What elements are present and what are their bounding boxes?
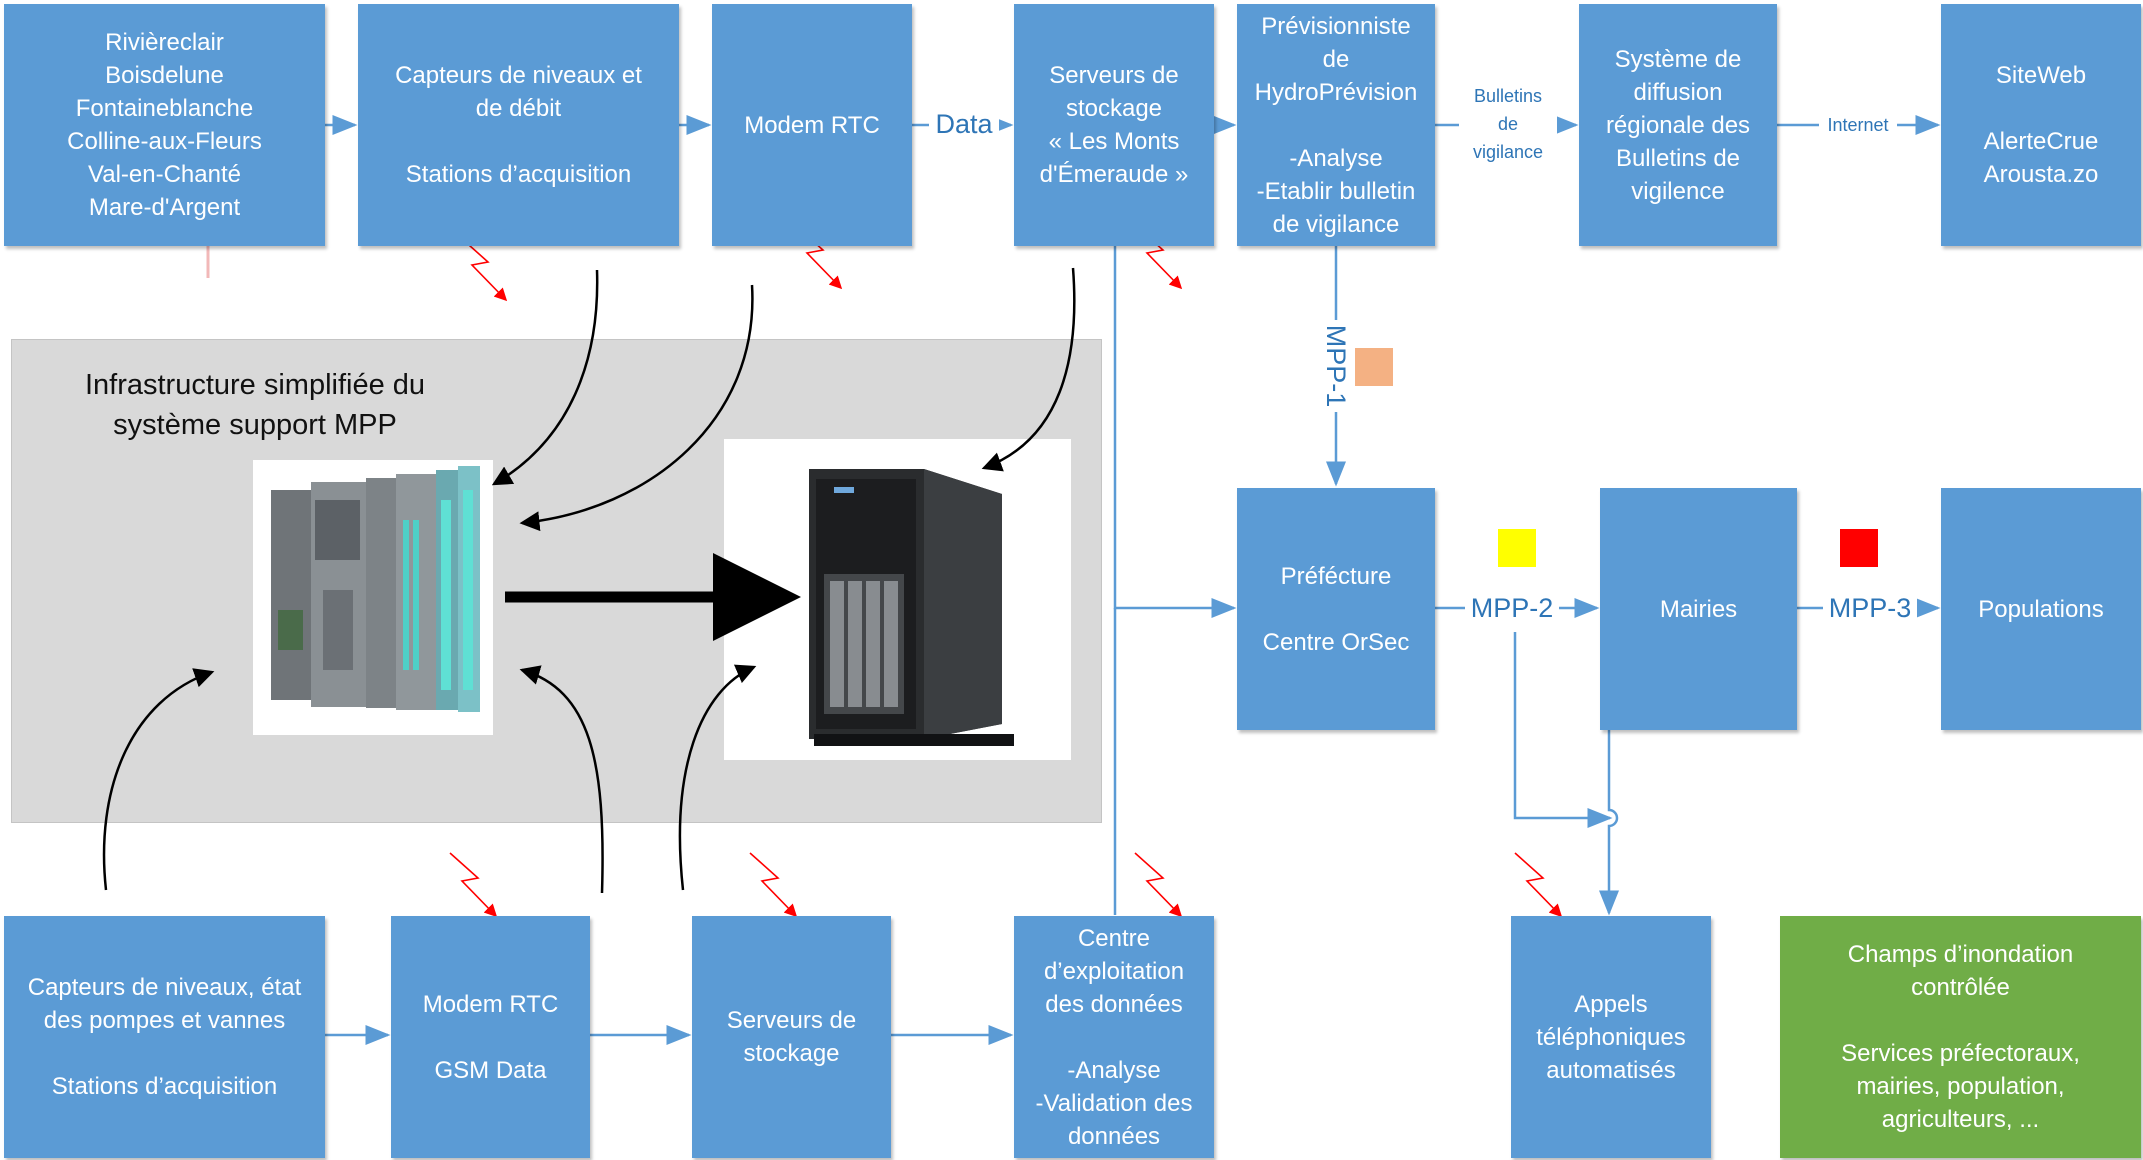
label-bulletins-line-1: Bulletins xyxy=(1473,86,1543,106)
previsionniste-line-2: de xyxy=(1322,45,1350,73)
previsionniste-line-1: Prévisionniste xyxy=(1261,12,1411,40)
systeme-diffusion-box: Système de diffusion régionale des Bulle… xyxy=(1579,4,1777,246)
communes-line-4: Colline-aux-Fleurs xyxy=(67,128,262,155)
previsionniste-box: Prévisionniste de HydroPrévision -Analys… xyxy=(1237,4,1435,246)
capteurs-bottom-line-1: Capteurs de niveaux, état xyxy=(27,974,302,1001)
champs-line-6: agriculteurs, ... xyxy=(1881,1106,2040,1133)
curved-arrows xyxy=(102,267,1076,894)
systeme-diffusion-line-4: Bulletins de xyxy=(1615,144,1741,172)
centre-exploitation-line-1: Centre xyxy=(1077,924,1151,952)
previsionniste-line-5: -Analyse xyxy=(1289,144,1383,172)
lightning-7 xyxy=(1514,852,1563,918)
centre-exploitation-box: Centre d’exploitation des données -Analy… xyxy=(1014,916,1214,1158)
systeme-diffusion-line-5: vigilence xyxy=(1631,177,1725,205)
systeme-diffusion-line-1: Système de xyxy=(1614,45,1742,73)
lightning-bolts xyxy=(449,224,1563,918)
champs-line-1: Champs d’inondation xyxy=(1847,941,2074,968)
appels-box: Appels téléphoniques automatisés xyxy=(1511,916,1711,1158)
populations-line-1: Populations xyxy=(1978,595,2104,623)
serveurs-top-line-1: Serveurs de xyxy=(1049,62,1179,89)
lightning-1 xyxy=(459,236,508,302)
communes-line-2: Boisdelune xyxy=(105,62,224,89)
prefecture-line-3: Centre OrSec xyxy=(1262,628,1410,656)
prefecture-box: Préfécture Centre OrSec xyxy=(1237,488,1435,730)
line-serveurs-prefecture xyxy=(1113,246,1237,618)
serveurs-bottom-line-2: stockage xyxy=(743,1040,840,1067)
capteurs-bottom-line-4: Stations d’acquisition xyxy=(51,1073,278,1100)
mairies-box: Mairies xyxy=(1600,488,1797,730)
serveurs-top-line-4: d'Émeraude » xyxy=(1039,161,1189,188)
lightning-6 xyxy=(1134,852,1183,918)
serveurs-bottom-box: Serveurs de stockage xyxy=(692,916,891,1158)
populations-box: Populations xyxy=(1941,488,2141,730)
champs-line-2: contrôlée xyxy=(1911,974,2010,1001)
arrow-mairies-appels xyxy=(1599,730,1619,916)
systeme-diffusion-line-2: diffusion xyxy=(1633,78,1723,106)
modem-bottom-box: Modem RTC GSM Data xyxy=(391,916,590,1158)
infrastructure-title: Infrastructure simplifiée du système sup… xyxy=(40,365,470,445)
modem-bottom-line-3: GSM Data xyxy=(434,1056,547,1084)
lightning-5 xyxy=(749,852,798,918)
capteurs-top-box: Capteurs de niveaux et de débit Stations… xyxy=(358,4,679,246)
champs-inondation-box: Champs d’inondation contrôlée Services p… xyxy=(1780,916,2141,1158)
capteurs-top-line-4: Stations d’acquisition xyxy=(405,161,632,188)
capteurs-top-line-1: Capteurs de niveaux et xyxy=(395,62,642,89)
label-bulletins-line-3: vigilance xyxy=(1472,142,1544,162)
appels-line-2: téléphoniques xyxy=(1536,1023,1686,1051)
lightning-4 xyxy=(449,852,498,918)
serveurs-top-line-3: « Les Monts xyxy=(1048,128,1180,155)
label-bulletins-vigilance: Bulletins de vigilance xyxy=(1459,82,1557,166)
centre-exploitation-line-6: -Validation des xyxy=(1035,1089,1193,1117)
communes-line-6: Mare-d'Argent xyxy=(88,194,241,221)
tower-server-photo xyxy=(724,439,1071,760)
capteurs-bottom-line-2: des pompes et vannes xyxy=(43,1007,286,1034)
siteweb-line-3: AlerteCrue xyxy=(1983,128,2099,155)
appels-line-3: automatisés xyxy=(1546,1056,1676,1084)
label-mpp1: MPP-1 xyxy=(1321,320,1351,412)
centre-exploitation-line-7: données xyxy=(1067,1122,1161,1150)
systeme-diffusion-line-3: régionale des xyxy=(1605,111,1751,139)
infrastructure-title-line-1: Infrastructure simplifiée du xyxy=(84,369,426,401)
label-data: Data xyxy=(929,109,999,139)
centre-exploitation-line-2: d’exploitation xyxy=(1043,957,1185,985)
modem-bottom-line-1: Modem RTC xyxy=(422,990,559,1018)
label-mpp3: MPP-3 xyxy=(1823,593,1917,623)
champs-line-5: mairies, population, xyxy=(1856,1073,2065,1100)
siteweb-line-1: SiteWeb xyxy=(1995,62,2087,89)
label-bulletins-line-2: de xyxy=(1497,114,1519,134)
marker-mpp3 xyxy=(1840,529,1878,567)
arrow-mpp2-champs xyxy=(1513,632,1613,828)
label-mpp2: MPP-2 xyxy=(1465,593,1559,623)
previsionniste-line-3: HydroPrévision xyxy=(1254,78,1418,106)
communes-line-1: Rivièreclair xyxy=(105,29,224,56)
previsionniste-line-6: -Etablir bulletin xyxy=(1256,177,1416,205)
mairies-line-1: Mairies xyxy=(1659,595,1738,623)
marker-mpp1 xyxy=(1355,348,1393,386)
marker-mpp2 xyxy=(1498,529,1536,567)
infrastructure-title-line-2: système support MPP xyxy=(113,409,397,441)
communes-line-5: Val-en-Chanté xyxy=(88,161,241,188)
modem-top-line-1: Modem RTC xyxy=(744,111,880,139)
champs-line-4: Services préfectoraux, xyxy=(1841,1040,2080,1067)
previsionniste-line-7: de vigilance xyxy=(1272,210,1400,238)
centre-exploitation-line-5: -Analyse xyxy=(1067,1056,1161,1084)
serveurs-top-line-2: stockage xyxy=(1065,95,1163,122)
siteweb-line-4: Arousta.zo xyxy=(1983,161,2099,188)
label-internet: Internet xyxy=(1819,111,1897,139)
capteurs-top-line-2: de débit xyxy=(475,95,562,122)
appels-line-1: Appels xyxy=(1574,990,1648,1018)
communes-box: Rivièreclair Boisdelune Fontaineblanche … xyxy=(4,4,325,246)
serveurs-bottom-line-1: Serveurs de xyxy=(726,1007,857,1034)
serveurs-top-box: Serveurs de stockage « Les Monts d'Émera… xyxy=(1014,4,1214,246)
modem-top-box: Modem RTC xyxy=(712,4,912,246)
centre-exploitation-line-3: des données xyxy=(1045,990,1183,1018)
siteweb-box: SiteWeb AlerteCrue Arousta.zo xyxy=(1941,4,2141,246)
capteurs-bottom-box: Capteurs de niveaux, état des pompes et … xyxy=(4,916,325,1158)
communes-line-3: Fontaineblanche xyxy=(75,95,254,122)
prefecture-line-1: Préfécture xyxy=(1280,562,1392,590)
plc-rack-photo xyxy=(253,460,493,735)
